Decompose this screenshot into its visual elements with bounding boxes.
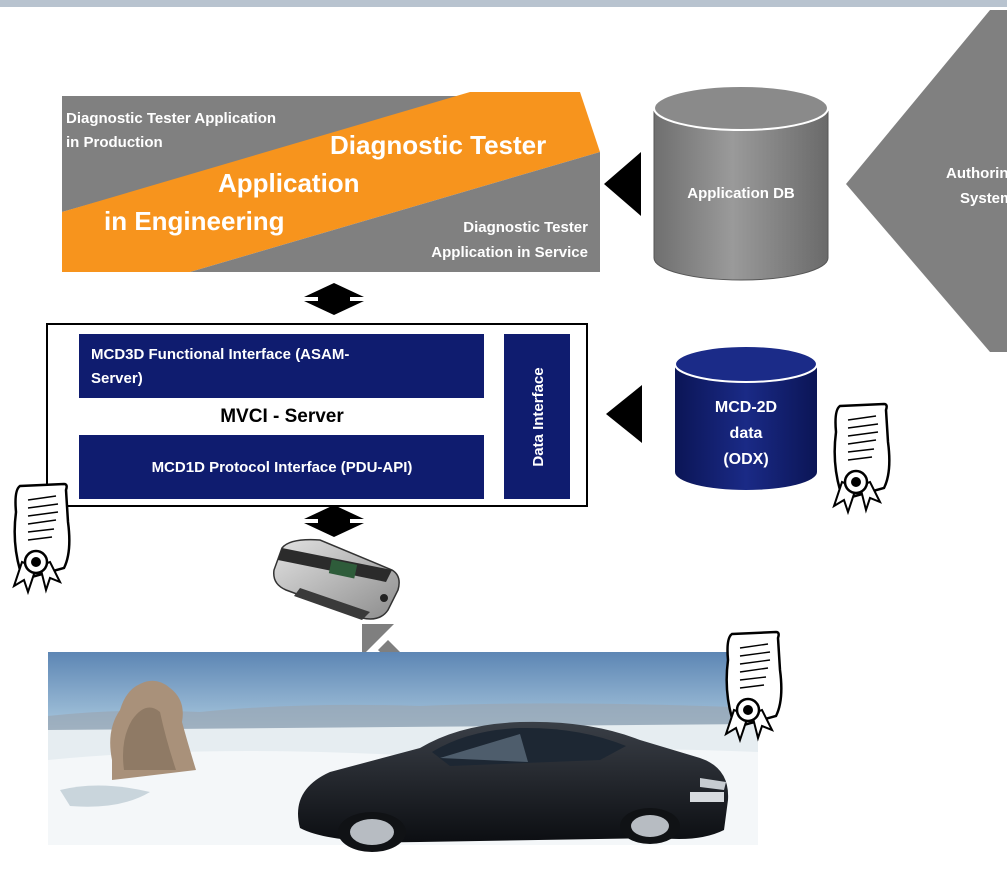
mcd2d-label-line1: MCD-2D xyxy=(715,399,777,416)
mcd3d-label-line2: Server) xyxy=(91,370,143,387)
data-interface-box xyxy=(504,334,570,499)
mcd2d-cylinder: MCD-2D data (ODX) xyxy=(674,345,818,490)
application-db-label: Application DB xyxy=(687,185,795,202)
certificate-icon-vehicle xyxy=(724,630,783,742)
engineering-block xyxy=(62,92,600,272)
engineering-label-line1: Diagnostic Tester xyxy=(330,130,546,160)
authoring-system-label-line1: Authoring xyxy=(946,165,1007,182)
mcd2d-label-line2: data xyxy=(730,425,763,442)
mcd3d-label-line1: MCD3D Functional Interface (ASAM- xyxy=(91,346,349,363)
certificate-icon-left xyxy=(12,482,71,594)
service-label-line1: Diagnostic Tester xyxy=(463,219,588,236)
production-label-line1: Diagnostic Tester Application xyxy=(66,110,276,127)
tester-applications: Diagnostic Tester Application in Product… xyxy=(62,92,600,272)
mcd1d-label: MCD1D Protocol Interface (PDU-API) xyxy=(152,459,413,476)
top-band xyxy=(0,0,1007,7)
engineering-label-line2: Application xyxy=(218,168,360,198)
mvci-server-title: MVCI - Server xyxy=(220,406,344,427)
certificate-icon-right xyxy=(832,402,891,514)
mcd3d-box xyxy=(79,334,484,398)
arrow-tester-server xyxy=(304,283,364,315)
mcd1d-box xyxy=(79,435,484,499)
service-label-line2: Application in Service xyxy=(431,244,588,261)
vehicle-photo xyxy=(48,652,758,852)
arrow-db-to-tester xyxy=(604,152,641,216)
application-db-cylinder: Application DB xyxy=(653,85,829,281)
authoring-system-label-line2: System xyxy=(960,190,1007,207)
engineering-label-line3: in Engineering xyxy=(104,206,285,236)
service-block xyxy=(190,152,600,272)
authoring-system-chevron: Authoring System xyxy=(846,10,1007,352)
arrow-server-vci xyxy=(304,505,364,537)
mvci-server: MCD3D Functional Interface (ASAM- Server… xyxy=(46,323,588,507)
production-label-line2: in Production xyxy=(66,134,163,151)
arrow-odx-to-server xyxy=(606,385,642,443)
data-interface-label: Data Interface xyxy=(530,367,547,466)
mcd2d-label-line3: (ODX) xyxy=(723,451,768,468)
vci-device-icon xyxy=(273,538,400,620)
